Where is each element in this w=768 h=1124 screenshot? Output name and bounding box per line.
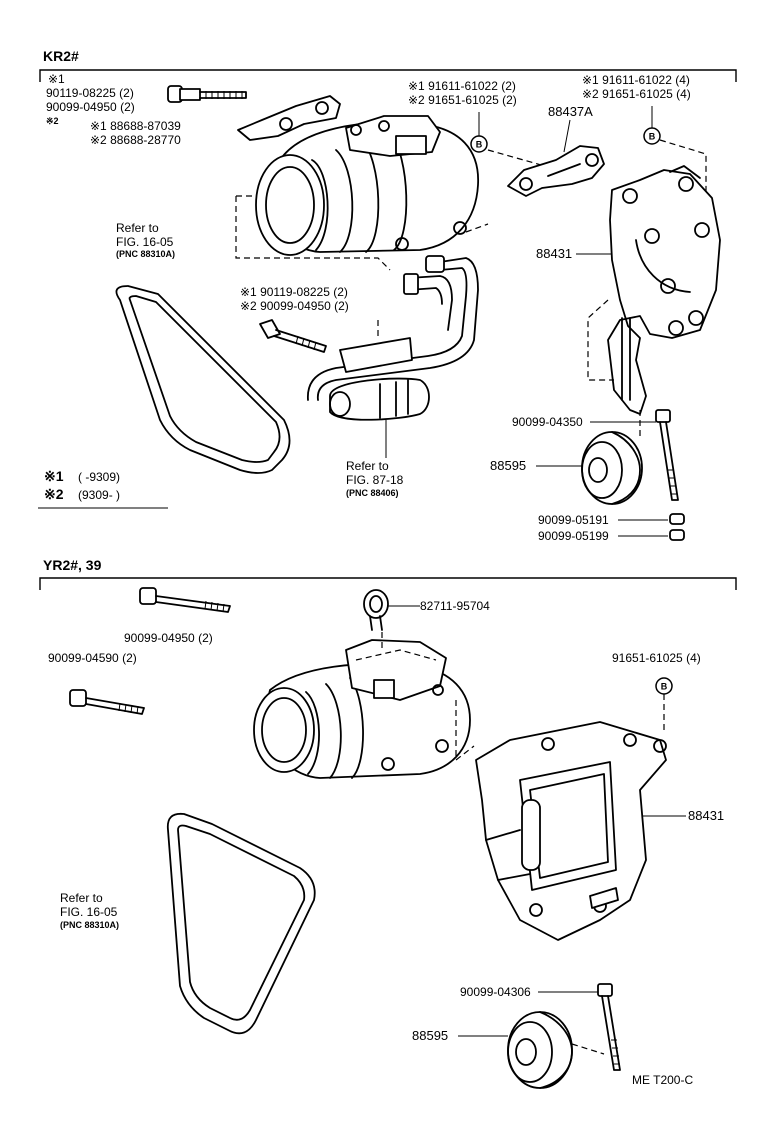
yr-82711-label: 82711-95704 [420, 599, 490, 613]
yr-belt-ref-line2: FIG. 16-05 [60, 905, 118, 919]
kr-bracket-88431 [607, 165, 721, 415]
kr-nut-label-c: ※1 91611-61022 (4) [582, 73, 690, 87]
svg-text:B: B [649, 132, 656, 142]
kr-legend2-mark: ※2 [44, 486, 64, 502]
kr-dash-1 [465, 223, 489, 233]
kr-section-title: KR2# [43, 48, 79, 64]
kr-bolt-label-a: ※1 90119-08225 (2) [240, 285, 348, 299]
kr-belt-ref-line1: Refer to [116, 221, 159, 235]
kr-hose-ref-line3: (PNC 88406) [346, 488, 399, 498]
yr-long-bolt [597, 983, 621, 1071]
kr-hose-ref-line1: Refer to [346, 459, 389, 473]
kr-callout-b-2: B [643, 106, 661, 145]
yr-hose-clamp [363, 589, 389, 631]
yr-90099-04590-label: 90099-04590 (2) [48, 651, 137, 665]
svg-text:B: B [476, 140, 483, 150]
yr-bolt-04590 [69, 689, 145, 715]
kr-legend2-value: (9309- ) [78, 488, 120, 502]
yr-90099-04950-label: 90099-04950 (2) [124, 631, 213, 645]
yr-section-frame [39, 577, 737, 590]
kr-nut-05191 [669, 513, 685, 525]
kr-90099-05199-label: 90099-05199 [538, 529, 609, 543]
kr-compressor [235, 115, 479, 271]
footer-code: ME T200-C [632, 1073, 693, 1087]
yr-91651-label: 91651-61025 (4) [612, 651, 701, 665]
kr-nut-label-a: ※1 91611-61022 (2) [408, 79, 516, 93]
kr-belt-ref-line3: (PNC 88310A) [116, 249, 175, 259]
kr-90099-04350-label: 90099-04350 [512, 415, 583, 429]
yr-dash-1 [455, 700, 475, 762]
kr-88437a-label: 88437A [548, 104, 593, 119]
kr-callout-b-1: B [470, 112, 488, 153]
yr-section-title: YR2#, 39 [43, 557, 102, 573]
kr-bolt-label-b: ※2 90099-04950 (2) [240, 299, 349, 313]
kr-bracket-label-a: ※1 88688-87039 [90, 119, 181, 133]
kr-drive-belt [115, 285, 291, 474]
kr-legend1-mark: ※1 [44, 468, 64, 484]
kr-section-frame [39, 69, 737, 82]
yr-bolt-04950 [139, 587, 231, 613]
kr-bracket-label-b: ※2 88688-28770 [90, 133, 181, 147]
kr-90099-05191-label: 90099-05191 [538, 513, 609, 527]
yr-88595-label: 88595 [412, 1028, 448, 1043]
kr-belt-ref-line2: FIG. 16-05 [116, 235, 174, 249]
kr-88431-label: 88431 [536, 246, 572, 261]
kr-note1-bolt-b: 90099-04950 (2) [46, 100, 135, 114]
kr-idler-pulley [581, 431, 643, 505]
yr-bracket-88431 [475, 721, 667, 941]
yr-belt-ref-line1: Refer to [60, 891, 103, 905]
kr-dash-3 [659, 139, 707, 208]
kr-note2-mark: ※2 [46, 116, 59, 126]
kr-long-bolt [655, 409, 679, 501]
kr-nut-label-d: ※2 91651-61025 (4) [582, 87, 691, 101]
svg-text:B: B [661, 682, 668, 692]
kr-88595-label: 88595 [490, 458, 526, 473]
kr-nut-05199 [669, 529, 685, 541]
yr-compressor [253, 632, 471, 779]
kr-mid-bolt [259, 319, 327, 353]
kr-hose-ref-line2: FIG. 87-18 [346, 473, 404, 487]
kr-legend1-value: ( -9309) [78, 470, 120, 484]
yr-90099-04306-label: 90099-04306 [460, 985, 531, 999]
yr-belt-ref-line3: (PNC 88310A) [60, 920, 119, 930]
yr-callout-b: B [655, 677, 673, 695]
kr-hose [307, 255, 479, 458]
kr-note1-bolt-a: 90119-08225 (2) [46, 86, 134, 100]
kr-dash-4 [587, 299, 614, 381]
kr-bracket-88437a [507, 145, 605, 197]
kr-88437a-leader [563, 119, 571, 153]
kr-small-bracket [237, 95, 341, 141]
yr-88431-label: 88431 [688, 808, 724, 823]
kr-note1-mark: ※1 [48, 72, 65, 86]
kr-nut-label-b: ※2 91651-61025 (2) [408, 93, 517, 107]
yr-idler-pulley [507, 1011, 605, 1089]
kr-upper-bolt [167, 85, 247, 103]
yr-drive-belt [166, 812, 316, 1035]
kr-section: KR2# [39, 48, 737, 82]
yr-section: YR2#, 39 [39, 557, 737, 590]
